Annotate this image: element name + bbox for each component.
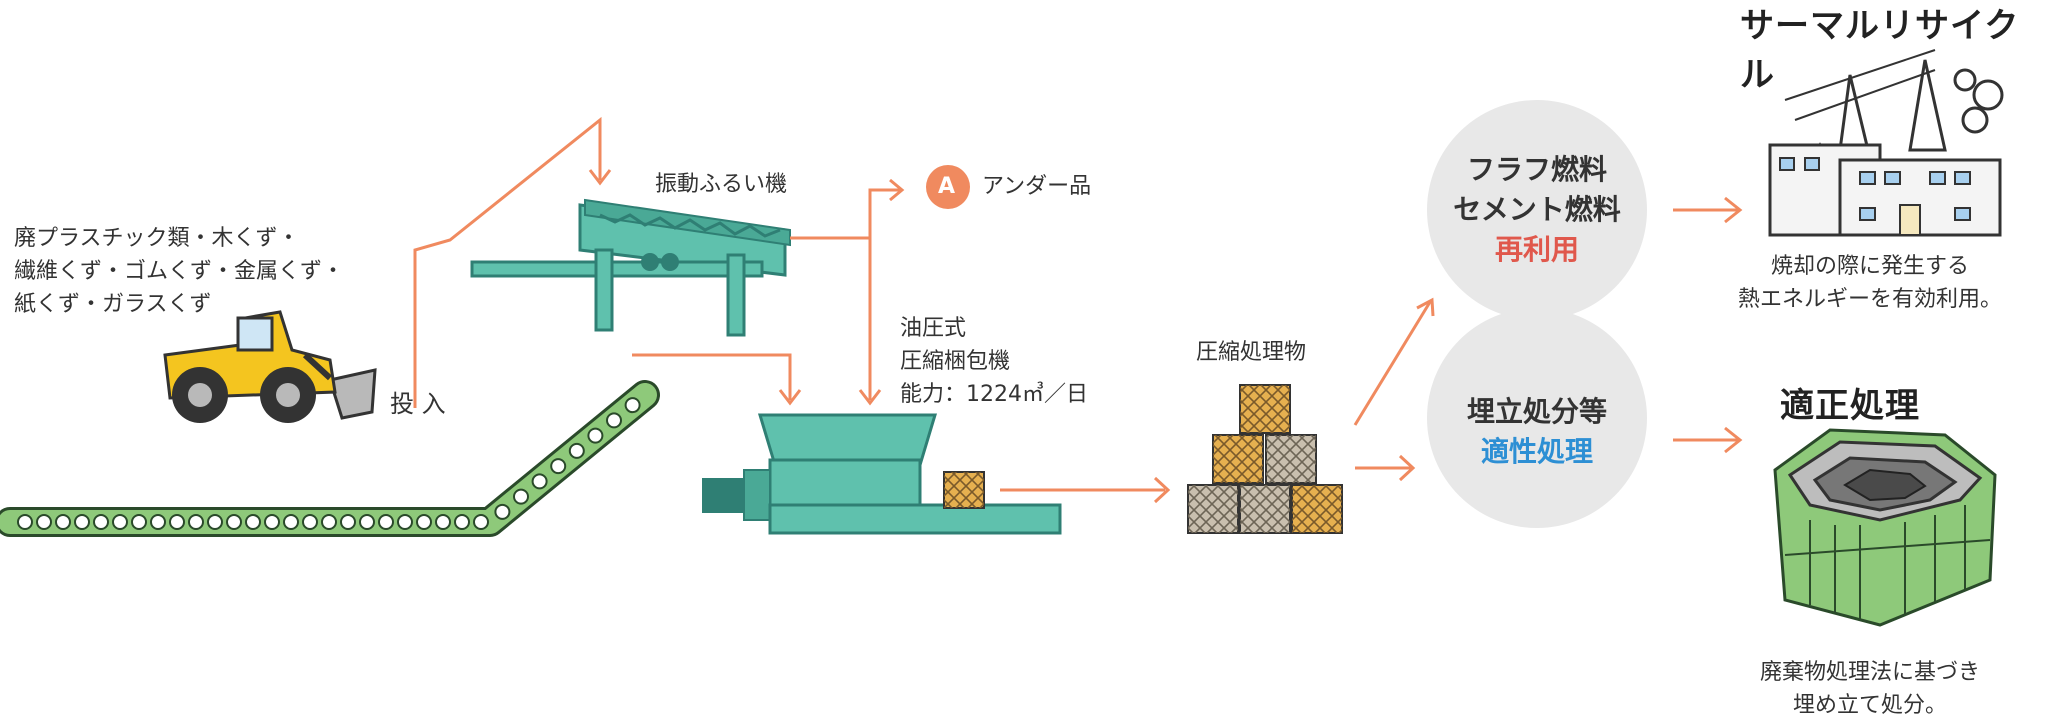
disposal-caption: 廃棄物処理法に基づき 埋め立て処分。 bbox=[1759, 660, 1980, 718]
conveyor-roller bbox=[112, 514, 128, 530]
input-label: 投 入 bbox=[390, 390, 446, 418]
bale-box-pattern bbox=[1188, 485, 1238, 533]
conveyor-roller bbox=[264, 514, 280, 530]
conveyor-roller bbox=[17, 514, 33, 530]
landfill-bubble-text: 埋立処分等 適性処理 bbox=[1427, 392, 1647, 472]
screen-label: 振動ふるい機 bbox=[655, 172, 788, 197]
landfill-bubble-line2: 適性処理 bbox=[1480, 435, 1593, 468]
conveyor-roller bbox=[454, 514, 470, 530]
conveyor-roller bbox=[606, 412, 622, 429]
bale-box-pattern bbox=[1213, 435, 1263, 483]
bale-box-pattern bbox=[1292, 485, 1342, 533]
conveyor-roller bbox=[568, 442, 585, 459]
conveyor-roller bbox=[169, 514, 185, 530]
conveyor-roller bbox=[207, 514, 223, 530]
conveyor-roller bbox=[624, 397, 641, 414]
conveyor-roller bbox=[435, 514, 451, 530]
vibrating-screen-icon bbox=[470, 198, 791, 337]
under-label: アンダー品 bbox=[982, 174, 1092, 199]
conveyor-roller bbox=[226, 514, 242, 530]
fuel-bubble-line2: セメント燃料 bbox=[1453, 193, 1621, 226]
conveyor-roller bbox=[55, 514, 71, 530]
bale-box-pattern bbox=[1240, 485, 1290, 533]
conveyor-roller bbox=[36, 514, 52, 530]
fuel-bubble-line1: フラフ燃料 bbox=[1466, 153, 1607, 186]
conveyor-roller bbox=[473, 514, 489, 530]
fuel-bubble bbox=[1427, 100, 1647, 320]
compressed-label: 圧縮処理物 bbox=[1196, 340, 1307, 365]
conveyor-roller bbox=[397, 514, 413, 530]
bale-box-pattern bbox=[1240, 385, 1290, 433]
conveyor-roller bbox=[550, 458, 567, 475]
conveyor-roller bbox=[494, 503, 511, 520]
waste-inputs-label: 廃プラスチック類・木くず・ 繊維くず・ゴムくず・金属くず・ 紙くず・ガラスくず bbox=[14, 226, 345, 317]
landfill-bubble bbox=[1427, 308, 1647, 528]
conveyor-roller bbox=[378, 514, 394, 530]
conveyor-roller bbox=[340, 514, 356, 530]
baler-label: 油圧式 圧縮梱包機 能力：1224㎥／日 bbox=[900, 316, 1088, 407]
under-badge-circle bbox=[926, 165, 970, 209]
conveyor-roller bbox=[321, 514, 337, 530]
landfill-icon bbox=[1773, 428, 1997, 627]
landfill-bubble-line1: 埋立処分等 bbox=[1466, 395, 1607, 428]
thermal-caption: 焼却の際に発生する 熱エネルギーを有効利用。 bbox=[1737, 254, 2002, 312]
conveyor-roller bbox=[531, 473, 548, 490]
conveyor-roller bbox=[302, 514, 318, 530]
bale-stack-icon bbox=[1187, 384, 1343, 534]
conveyor-roller bbox=[359, 514, 375, 530]
conveyor-roller bbox=[283, 514, 299, 530]
conveyor-belt-icon bbox=[0, 380, 660, 537]
conveyor-roller bbox=[587, 427, 604, 444]
conveyor-roller bbox=[513, 488, 529, 505]
thermal-heading: サーマルリサイクル bbox=[1740, 6, 2020, 95]
disposal-heading: 適正処理 bbox=[1780, 386, 1920, 426]
fuel-bubble-line3: 再利用 bbox=[1494, 233, 1579, 266]
bale-box-pattern bbox=[1266, 435, 1316, 483]
baler-icon bbox=[702, 413, 1062, 535]
factory-icon bbox=[1768, 49, 2004, 237]
wheel-loader-icon bbox=[163, 310, 377, 423]
conveyor-roller bbox=[93, 514, 109, 530]
conveyor-roller bbox=[188, 514, 204, 530]
conveyor-roller bbox=[416, 514, 432, 530]
conveyor-roller bbox=[131, 514, 147, 530]
conveyor-roller bbox=[245, 514, 261, 530]
conveyor-roller bbox=[150, 514, 166, 530]
under-badge-letter: A bbox=[938, 174, 956, 199]
fuel-bubble-text: フラフ燃料 セメント燃料 再利用 bbox=[1427, 150, 1647, 270]
conveyor-roller bbox=[74, 514, 90, 530]
